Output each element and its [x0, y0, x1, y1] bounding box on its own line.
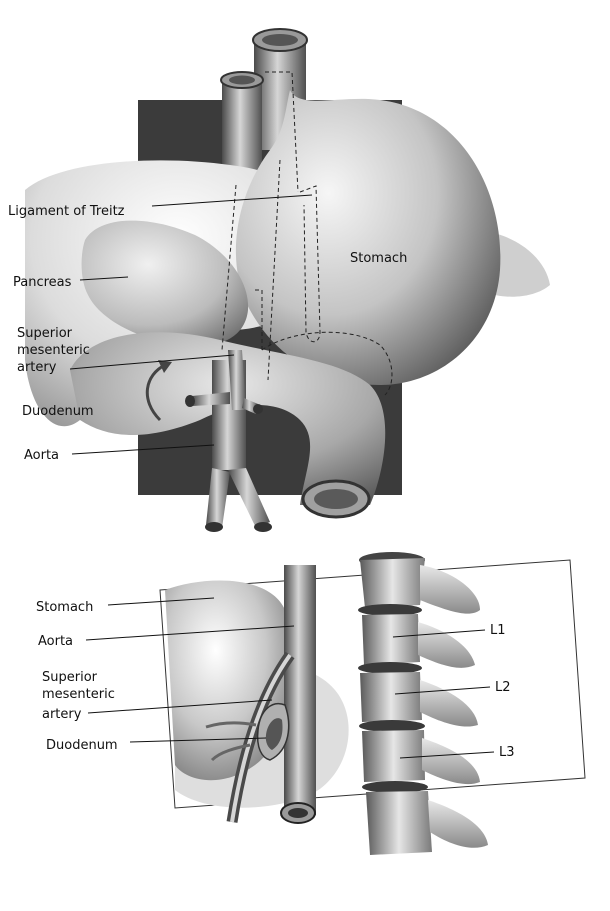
leader-duodenum-2: [129, 737, 267, 743]
vertebral-column: [358, 552, 488, 855]
iliac-right-opening: [254, 522, 272, 532]
upper-anterior-view: Ligament of Treitz Pancreas Superior mes…: [8, 28, 550, 532]
pancreas: [81, 220, 249, 347]
esophagus-lumen: [262, 34, 298, 46]
leader-sma-2: [87, 699, 273, 714]
process-l3: [422, 738, 480, 785]
duodenum-compressed-lumen: [265, 718, 283, 750]
sma-branch-left-end: [185, 395, 195, 407]
hidden-aorta-outline: [221, 159, 281, 381]
label-sma2-line1: Superior: [42, 670, 98, 685]
aorta-upper-tube: [222, 82, 262, 190]
leader-l2: [394, 686, 491, 695]
label-sma-line2: mesenteric: [17, 343, 90, 358]
process-l2: [420, 680, 478, 727]
aorta-sagittal-lumen: [288, 808, 308, 818]
duodenum-arrow-head: [158, 360, 172, 373]
hidden-duodenum-outline: [261, 331, 393, 396]
leader-aorta-2: [85, 625, 295, 641]
vertebra-t12: [360, 558, 425, 608]
label-duodenum-2: Duodenum: [46, 738, 118, 753]
process-l1: [418, 622, 475, 668]
sma-small-branch-2: [210, 743, 251, 762]
label-l3: L3: [499, 745, 515, 760]
label-stomach-2: Stomach: [36, 600, 93, 615]
sma-sagittal-highlight: [230, 653, 292, 823]
leader-sma: [69, 354, 235, 370]
aorta-sagittal: [284, 565, 316, 815]
sma-branch-right-end: [253, 404, 263, 414]
disc-4: [362, 781, 428, 793]
leader-pancreas: [79, 276, 129, 281]
vertebra-l1: [362, 614, 420, 665]
process-l4: [428, 800, 488, 848]
duodenum-flow-arrow: [145, 363, 166, 422]
iliac-left-opening: [205, 522, 223, 532]
leader-l1: [392, 629, 486, 638]
sma-branch-left: [192, 392, 230, 406]
duodenum-lumen: [314, 489, 358, 509]
label-duodenum: Duodenum: [22, 404, 94, 419]
leader-stomach-2: [107, 597, 215, 606]
disc-3: [359, 720, 425, 732]
label-pancreas: Pancreas: [13, 275, 72, 290]
aorta-upper-lumen: [229, 75, 255, 85]
leader-l3: [399, 751, 495, 759]
disc-1: [358, 604, 422, 616]
label-aorta: Aorta: [24, 448, 59, 463]
label-stomach: Stomach: [350, 251, 407, 266]
stomach-body: [235, 90, 501, 385]
hidden-sma-outline: [255, 289, 263, 350]
leader-aorta: [71, 444, 215, 455]
sma-trunk: [228, 350, 246, 410]
iliac-right: [228, 468, 270, 528]
leader-ligament: [151, 194, 313, 207]
label-l1: L1: [490, 623, 506, 638]
label-sma-line3: artery: [17, 360, 57, 375]
vertebra-l3: [362, 730, 425, 782]
vertebra-l4: [366, 791, 432, 855]
disc-2: [358, 662, 422, 674]
vertebra-l2: [360, 672, 422, 722]
label-l2: L2: [495, 680, 511, 695]
lower-sagittal-view: Stomach Aorta Superior mesenteric artery…: [36, 552, 586, 855]
label-sma2-line3: artery: [42, 707, 82, 722]
label-aorta-2: Aorta: [38, 634, 73, 649]
sma-small-branch-1: [205, 721, 257, 729]
iliac-left: [206, 468, 230, 528]
label-ligament-of-treitz: Ligament of Treitz: [8, 204, 125, 219]
process-t12: [420, 565, 480, 614]
label-sma-line1: Superior: [17, 326, 73, 341]
label-sma2-line2: mesenteric: [42, 687, 115, 702]
hidden-esophagus-outline: [265, 71, 299, 193]
duodenum-loop: [70, 332, 386, 505]
hidden-ligament-outline: [299, 185, 321, 343]
